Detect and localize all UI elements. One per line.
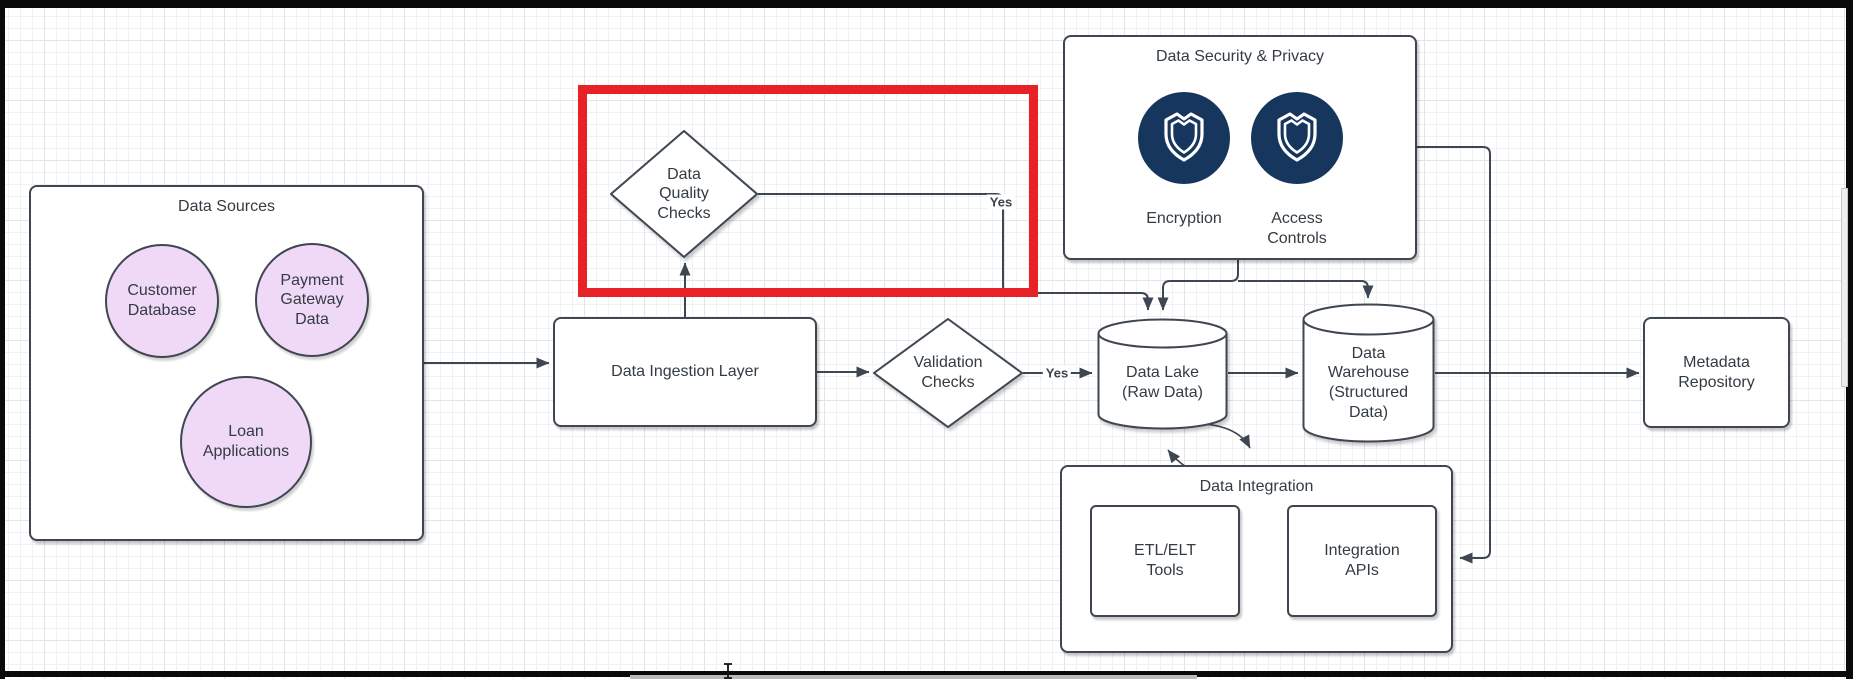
metadata-repository-label: Metadata Repository — [1678, 353, 1755, 391]
etl-elt-tools-label: ETL/ELT Tools — [1134, 542, 1196, 579]
data-ingestion-node[interactable]: Data Ingestion Layer — [553, 317, 817, 427]
integration-apis-node[interactable]: Integration APIs — [1287, 505, 1437, 617]
horizontal-scrollbar[interactable] — [630, 675, 1197, 679]
highlight-rectangle[interactable] — [578, 85, 1038, 297]
shield-icon — [1274, 110, 1320, 167]
customer-database-label: Customer Database — [127, 282, 197, 319]
access-controls-label: Access Controls — [1267, 210, 1327, 247]
data-security-title: Data Security & Privacy — [1155, 48, 1325, 65]
payment-gateway-label: Payment Gateway Data — [280, 271, 344, 328]
metadata-repository-node[interactable]: Metadata Repository — [1643, 317, 1790, 428]
window-border-left — [0, 0, 5, 679]
data-lake-node[interactable]: Data Lake (Raw Data) — [1097, 318, 1228, 430]
payment-gateway-node[interactable]: Payment Gateway Data — [255, 243, 369, 357]
data-security-group[interactable]: Data Security & Privacy Encryption Acces… — [1063, 35, 1417, 260]
data-lake-label: Data Lake (Raw Data) — [1122, 364, 1203, 401]
vertical-scrollbar[interactable] — [1841, 188, 1848, 387]
loan-applications-label: Loan Applications — [202, 423, 290, 460]
data-warehouse-node[interactable]: Data Warehouse (Structured Data) — [1302, 303, 1435, 443]
etl-elt-tools-node[interactable]: ETL/ELT Tools — [1090, 505, 1240, 617]
data-quality-checks-label: Data Quality Checks — [657, 165, 711, 222]
data-sources-title: Data Sources — [178, 198, 275, 215]
validation-checks-label: Validation Checks — [913, 354, 983, 391]
data-sources-group[interactable]: Data Sources Customer Database Payment G… — [29, 185, 424, 541]
encryption-label: Encryption — [1146, 210, 1222, 227]
edge-security-to-warehouse[interactable] — [1238, 280, 1374, 299]
quality-yes-label: Yes — [986, 194, 1016, 210]
window-border-top — [0, 0, 1853, 8]
encryption-node[interactable] — [1138, 92, 1230, 184]
data-warehouse-label: Data Warehouse (Structured Data) — [1327, 344, 1410, 421]
data-ingestion-label: Data Ingestion Layer — [611, 363, 759, 381]
text-cursor-icon — [722, 663, 734, 679]
access-controls-node[interactable] — [1251, 92, 1343, 184]
edge-security-to-integration[interactable] — [1417, 146, 1491, 564]
validation-yes-label: Yes — [1042, 365, 1072, 381]
edge-security-to-lake[interactable] — [1157, 260, 1239, 311]
integration-apis-label: Integration APIs — [1324, 542, 1400, 579]
data-integration-title: Data Integration — [1199, 478, 1314, 495]
validation-checks-node[interactable]: Validation Checks — [873, 318, 1023, 428]
data-integration-group[interactable]: Data Integration ETL/ELT Tools Integrati… — [1060, 465, 1453, 653]
window-border-bottom — [0, 671, 1853, 677]
shield-icon — [1161, 110, 1207, 167]
window-border-right — [1846, 0, 1853, 679]
loan-applications-node[interactable]: Loan Applications — [180, 376, 312, 508]
data-quality-checks-node[interactable]: Data Quality Checks — [610, 130, 758, 258]
customer-database-node[interactable]: Customer Database — [105, 244, 219, 358]
